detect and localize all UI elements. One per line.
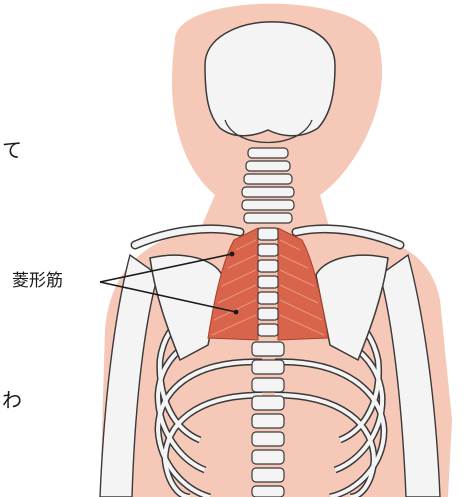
leader-endpoint-top (230, 252, 235, 257)
skull (205, 22, 335, 136)
rhomboid-label: 菱形筋 (12, 266, 63, 291)
text-fragment-top: て (2, 134, 22, 163)
text-fragment-bottom: わ (2, 384, 22, 413)
leader-endpoint-bottom (234, 310, 239, 315)
